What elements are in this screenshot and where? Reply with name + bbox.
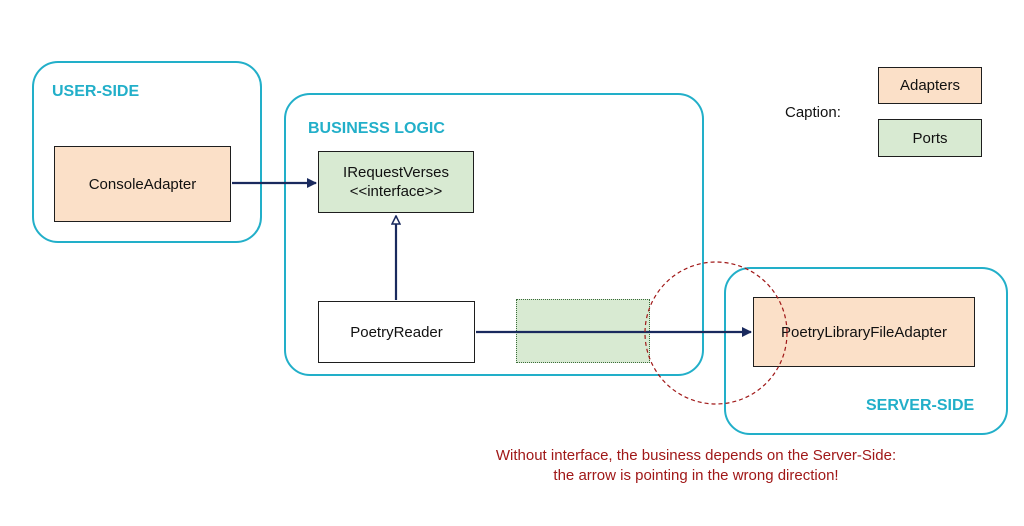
console-adapter-label: ConsoleAdapter [88, 175, 197, 193]
server-side-zone [724, 267, 1008, 435]
server-side-label: SERVER-SIDE [866, 397, 975, 414]
irequest-verses-label: IRequestVerses [343, 164, 449, 181]
user-side-zone [32, 61, 262, 243]
interface-stereotype-label: <<interface>> [349, 183, 443, 200]
poetry-library-file-adapter-box: PoetryLibraryFileAdapter [753, 297, 975, 367]
wrong-dependency-highlight [644, 261, 788, 405]
legend-ports-swatch: Ports [878, 119, 982, 157]
irequest-verses-box: IRequestVerses <<interface>> [318, 151, 474, 213]
poetry-library-file-adapter-label: PoetryLibraryFileAdapter [781, 323, 947, 341]
warning-note-line-1: Without interface, the business depends … [495, 447, 897, 464]
poetry-reader-label: PoetryReader [350, 323, 443, 341]
user-side-label: USER-SIDE [52, 83, 140, 100]
console-adapter-box: ConsoleAdapter [54, 146, 231, 222]
legend-caption: Caption: [785, 104, 841, 121]
poetry-reader-box: PoetryReader [318, 301, 475, 363]
legend-adapters-label: Adapters [899, 77, 961, 94]
warning-note: Without interface, the business depends … [436, 446, 956, 486]
warning-note-line-2: the arrow is pointing in the wrong direc… [553, 467, 839, 484]
legend-adapters-swatch: Adapters [878, 67, 982, 104]
legend-ports-label: Ports [912, 129, 948, 147]
business-logic-label: BUSINESS LOGIC [308, 120, 445, 137]
business-logic-zone [284, 93, 704, 376]
